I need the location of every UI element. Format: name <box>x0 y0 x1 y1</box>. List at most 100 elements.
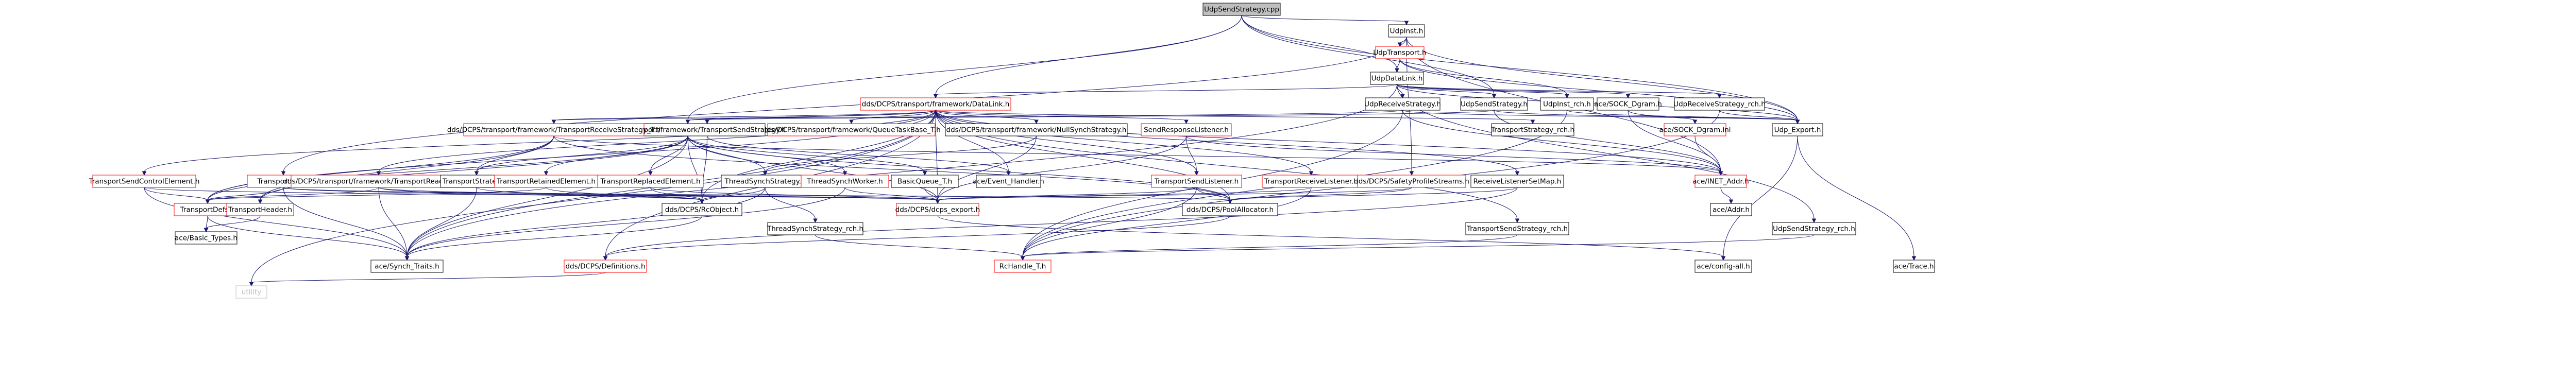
node-sock-dgram-inl[interactable]: ace/SOCK_Dgram.inl <box>1659 123 1731 136</box>
node-label: dds/DCPS/SafetyProfileStreams.h <box>1354 178 1469 186</box>
node-udpexport[interactable]: Udp_Export.h <box>1772 123 1823 136</box>
node-treactortask[interactable]: dds/DCPS/transport/framework/TransportRe… <box>283 175 474 188</box>
edge-sendresp-to-tsendlistener <box>1186 135 1199 176</box>
edge-tsendstrat-to-basicqueue <box>687 135 927 176</box>
node-inet-addr[interactable]: ace/INET_Addr.h <box>1692 175 1749 188</box>
edge-udprecvstrat-to-trecvstrat <box>551 110 1403 125</box>
node-box <box>1357 175 1466 188</box>
node-tstrategy[interactable]: TransportStrategy.h <box>440 175 513 188</box>
node-udprecvstrat[interactable]: UdpReceiveStrategy.h <box>1364 97 1441 111</box>
node-box <box>1151 175 1242 188</box>
edge-nullsync-to-threadsync <box>762 135 1037 176</box>
node-label: UdpSendStrategy_rch.h <box>1773 225 1855 233</box>
node-label: TransportRetainedElement.h <box>496 178 596 186</box>
edge-recvlistenerset-to-pooled <box>1228 187 1518 204</box>
node-udptransport[interactable]: UdpTransport.h <box>1373 46 1427 59</box>
node-datalink[interactable]: dds/DCPS/transport/framework/DataLink.h <box>860 97 1011 111</box>
node-synchtraits[interactable]: ace/Synch_Traits.h <box>370 260 444 273</box>
node-box <box>1370 72 1424 85</box>
node-tsendctrl[interactable]: TransportSendControlElement.h <box>89 175 200 188</box>
node-label: dds/DCPS/dcps_export.h <box>895 206 980 214</box>
node-trecvstrat[interactable]: dds/DCPS/transport/framework/TransportRe… <box>447 123 660 136</box>
node-udpsendstrat[interactable]: UdpSendStrategy.h <box>1460 97 1528 111</box>
node-acebasic[interactable]: ace/Basic_Types.h <box>175 231 238 245</box>
node-recvlistenerset[interactable]: ReceiveListenerSetMap.h <box>1470 175 1564 188</box>
edge-udprecvstrat-to-inet_addr <box>1402 110 1723 176</box>
node-acetrace[interactable]: ace/Trace.h <box>1893 260 1935 273</box>
node-label: ReceiveListenerSetMap.h <box>1473 178 1562 186</box>
node-label: TransportStrategy_rch.h <box>1490 126 1574 134</box>
node-label: dds/DCPS/transport/framework/QueueTaskBa… <box>762 126 941 134</box>
node-pooled[interactable]: dds/DCPS/PoolAllocator.h <box>1182 203 1278 216</box>
node-udpinst[interactable]: UdpInst.h <box>1388 24 1425 38</box>
node-tsendlistener[interactable]: TransportSendListener.h <box>1151 175 1242 188</box>
node-theader[interactable]: TransportHeader.h <box>226 203 294 216</box>
node-label: ThreadSynchStrategy_rch.h <box>767 225 863 233</box>
node-box <box>994 260 1052 273</box>
node-root[interactable]: UdpSendStrategy.cpp <box>1202 3 1281 16</box>
node-sock-dgram[interactable]: ace/SOCK_Dgram.h <box>1594 97 1662 111</box>
node-label: dds/DCPS/transport/framework/DataLink.h <box>862 100 1010 109</box>
node-nullsync[interactable]: dds/DCPS/transport/framework/NullSynchSt… <box>945 123 1128 136</box>
node-label: utility <box>242 288 261 297</box>
edge-udpsendstrat-to-tsendstrat <box>685 110 1495 125</box>
node-rcobject[interactable]: dds/DCPS/RcObject.h <box>662 203 742 216</box>
edge-udpdatalink-to-udpinst_rch <box>1397 84 1569 99</box>
node-label: TransportReceiveListener.h <box>1264 178 1358 186</box>
node-label: ace/Trace.h <box>1894 263 1934 271</box>
node-udprecv-rch[interactable]: UdpReceiveStrategy_rch.h <box>1673 97 1766 111</box>
edge-udpinst-to-tinst <box>281 37 1407 176</box>
node-dcps-export[interactable]: dds/DCPS/dcps_export.h <box>895 203 980 216</box>
edge-udptransport-to-udpdatalink <box>1395 58 1400 73</box>
node-label: TransportDefs.h <box>180 206 235 214</box>
node-box <box>564 260 647 273</box>
node-udpsendstrat-rch[interactable]: UdpSendStrategy_rch.h <box>1772 222 1856 235</box>
edge-udpdatalink-to-synchtraits <box>404 84 1397 261</box>
edge-tdefs-to-synchtraits <box>207 215 410 261</box>
node-udpdatalink[interactable]: UdpDataLink.h <box>1370 72 1424 85</box>
node-definitions[interactable]: dds/DCPS/Definitions.h <box>564 260 647 273</box>
node-tdefs[interactable]: TransportDefs.h <box>174 203 242 216</box>
edge-threadsync_rch-to-rchandle <box>815 234 1025 261</box>
node-threadsync[interactable]: ThreadSynchStrategy.h <box>721 175 809 188</box>
edge-udptransport-to-udpinst_rch <box>1399 58 1569 99</box>
node-tsendstrat-rch[interactable]: TransportSendStrategy_rch.h <box>1465 222 1569 235</box>
node-box <box>1202 3 1281 16</box>
edge-udpexport-to-acetrace <box>1797 135 1917 261</box>
node-tretained[interactable]: TransportRetainedElement.h <box>494 175 598 188</box>
edge-udpdatalink-to-sock_dgram <box>1397 84 1631 99</box>
edge-tsendctrl-to-synchtraits <box>144 187 410 261</box>
node-box <box>1388 24 1425 38</box>
edge-pooled-to-definitions <box>603 215 1230 261</box>
node-rchandle[interactable]: RcHandle_T.h <box>994 260 1052 273</box>
node-safety[interactable]: dds/DCPS/SafetyProfileStreams.h <box>1354 175 1469 188</box>
edge-nullsync-to-dcps_export <box>935 135 1037 204</box>
node-trecvlistener[interactable]: TransportReceiveListener.h <box>1262 175 1361 188</box>
node-sendresp[interactable]: SendResponseListener.h <box>1141 123 1232 136</box>
node-tstrat-rch[interactable]: TransportStrategy_rch.h <box>1490 123 1574 136</box>
node-box <box>860 97 1011 111</box>
node-box <box>1365 97 1440 111</box>
node-configall[interactable]: ace/config-all.h <box>1694 260 1752 273</box>
node-eventhandler[interactable]: ace/Event_Handler.h <box>973 175 1044 188</box>
node-box <box>891 175 959 188</box>
node-threadworker[interactable]: ThreadSynchWorker.h <box>801 175 889 188</box>
node-ace-addr[interactable]: ace/Addr.h <box>1710 203 1752 216</box>
node-label: ace/Synch_Traits.h <box>375 263 439 271</box>
edge-tsendlistener-to-pooled <box>1196 187 1232 204</box>
node-treplaced[interactable]: TransportReplacedElement.h <box>597 175 704 188</box>
node-label: ThreadSynchWorker.h <box>806 178 883 186</box>
edge-tsendstrat_rch-to-rchandle <box>1020 234 1518 261</box>
node-udpinst-rch[interactable]: UdpInst_rch.h <box>1540 97 1594 111</box>
edge-trecvlistener-to-dcps_export <box>935 187 1312 204</box>
edge-datalink-to-tstrat_rch <box>935 110 1535 125</box>
node-box <box>235 285 267 299</box>
node-box <box>463 123 645 136</box>
edge-udpdatalink-to-udpsendstrat <box>1397 84 1497 99</box>
node-label: TransportStrategy.h <box>442 178 511 186</box>
node-basicqueue[interactable]: BasicQueue_T.h <box>891 175 959 188</box>
edge-tinst-to-synchtraits <box>283 187 410 261</box>
node-queuetask[interactable]: dds/DCPS/transport/framework/QueueTaskBa… <box>762 123 941 136</box>
node-threadsync-rch[interactable]: ThreadSynchStrategy_rch.h <box>767 222 863 235</box>
